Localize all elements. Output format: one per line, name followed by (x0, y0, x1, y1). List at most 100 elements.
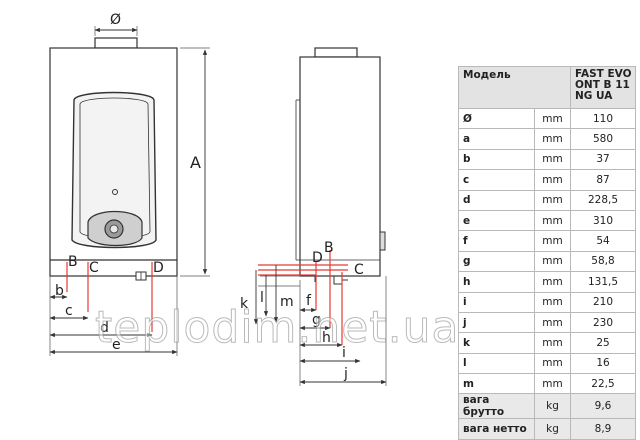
label-phi: Ø (110, 12, 121, 28)
heater-dimension-drawing: Ø A B C D b c d e (49, 12, 387, 386)
row-value: 87 (570, 169, 636, 191)
row-unit: kg (534, 393, 571, 420)
row-unit: mm (534, 311, 571, 334)
row-param: j (458, 311, 535, 334)
label-side-C: C (354, 262, 364, 278)
row-unit: mm (534, 332, 571, 354)
row-param: h (458, 271, 535, 293)
label-A: A (190, 153, 201, 172)
row-value: 310 (570, 209, 636, 232)
row-param: l (458, 352, 535, 375)
label-front-D: D (153, 260, 164, 276)
logo-mark (112, 189, 118, 195)
flue-collar (94, 37, 138, 49)
row-unit: mm (534, 250, 571, 273)
row-param: вага брутто (458, 393, 535, 420)
label-b: b (55, 283, 64, 299)
row-param: k (458, 332, 535, 354)
row-value: 580 (570, 128, 636, 150)
row-param: e (458, 209, 535, 232)
label-side-D: D (312, 250, 323, 266)
front-connection-markers (66, 262, 153, 332)
row-value: 25 (570, 332, 636, 354)
side-knob (379, 231, 386, 251)
label-d: d (100, 320, 109, 336)
front-view (49, 37, 178, 281)
row-value: 131,5 (570, 271, 636, 293)
row-param: i (458, 291, 535, 313)
label-j: j (343, 366, 348, 382)
row-param: m (458, 373, 535, 395)
row-param: a (458, 128, 535, 150)
row-param: Ø (458, 107, 535, 130)
row-value: 210 (570, 291, 636, 313)
row-value: 9,6 (570, 393, 636, 420)
row-unit: mm (534, 107, 571, 130)
row-unit: mm (534, 271, 571, 293)
row-param: c (458, 169, 535, 191)
row-unit: mm (534, 169, 571, 191)
row-param: вага нетто (458, 418, 535, 440)
flue-collar-side (314, 47, 358, 58)
side-connection-markers (258, 250, 348, 345)
row-value: 54 (570, 230, 636, 252)
row-unit: mm (534, 291, 571, 313)
label-i: i (342, 345, 346, 361)
row-unit: mm (534, 373, 571, 395)
header-param: Модель (458, 66, 571, 109)
row-value: 22,5 (570, 373, 636, 395)
label-h: h (322, 330, 331, 346)
row-param: b (458, 148, 535, 171)
row-unit: mm (534, 148, 571, 171)
row-unit: mm (534, 189, 571, 211)
label-front-C: C (89, 260, 99, 276)
row-unit: mm (534, 352, 571, 375)
row-param: d (458, 189, 535, 211)
label-side-B: B (324, 240, 334, 256)
label-l: l (260, 290, 264, 306)
row-value: 58,8 (570, 250, 636, 273)
label-k: k (240, 296, 249, 312)
heater-body-side (299, 56, 381, 277)
side-view (295, 47, 386, 285)
row-value: 37 (570, 148, 636, 171)
label-c: c (65, 303, 73, 319)
label-m: m (280, 294, 294, 310)
label-f: f (306, 293, 312, 309)
row-value: 8,9 (570, 418, 636, 440)
row-value: 228,5 (570, 189, 636, 211)
row-param: f (458, 230, 535, 252)
table-header-row: Модель FAST EVO ONT B 11 NG UA (458, 66, 636, 109)
row-unit: mm (534, 209, 571, 232)
front-shield (71, 91, 157, 249)
row-value: 16 (570, 352, 636, 375)
row-unit: mm (534, 128, 571, 150)
label-g: g (312, 312, 321, 328)
row-value: 110 (570, 107, 636, 130)
row-unit: mm (534, 230, 571, 252)
side-gas-fitting (333, 276, 348, 285)
label-front-B: B (68, 254, 78, 270)
header-model: FAST EVO ONT B 11 NG UA (570, 66, 636, 109)
row-param: g (458, 250, 535, 273)
row-unit: kg (534, 418, 571, 440)
row-value: 230 (570, 311, 636, 334)
label-e: e (112, 337, 121, 353)
